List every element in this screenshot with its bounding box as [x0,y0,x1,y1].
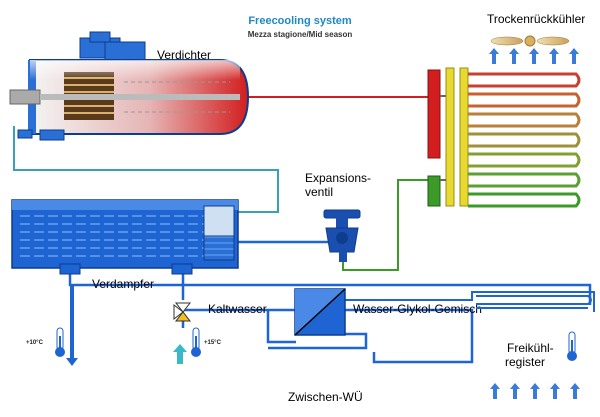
down-arrow-icon [66,285,78,366]
label-verdichter: Verdichter [157,48,211,62]
label-wasser-glykol: Wasser-Glykol-Gemisch [353,302,482,316]
intermediate-heat-exchanger [294,288,346,336]
thermometer-icon [191,327,201,357]
label-trockenrueckkuehler: Trockenrückkühler [487,12,585,26]
freecooling-register [476,295,592,309]
compressor [9,31,250,141]
temp-outlet-label: +10°C [26,340,44,346]
liquid-pipe [342,179,430,271]
evaporator [11,199,239,275]
air-arrows-bottom [490,383,580,399]
label-expansions-1: Expansions- [305,171,371,185]
label-expansions-2: ventil [305,185,333,199]
dry-cooler-tubes [468,72,581,208]
label-zwischen-wue: Zwischen-WÜ [288,390,363,404]
expansion-valve [323,209,361,262]
dry-cooler [427,67,581,208]
label-freikuehl-2: register [505,355,545,369]
suction-pipe [13,126,279,213]
up-arrow-icon [173,344,187,364]
air-arrows-top [489,48,579,64]
thermometer-icon [567,331,577,361]
label-verdampfer: Verdampfer [92,277,154,291]
thermometer-icon [55,327,65,357]
fan-icon [490,35,570,47]
glycol-loop [344,291,595,312]
three-way-valve [173,302,192,322]
diagram-title: Freecooling system [248,15,352,27]
label-freikuehl-1: Freikühl- [507,341,554,355]
diagram-subtitle: Mezza stagione/Mid season [248,30,353,39]
label-kaltwasser: Kaltwasser [208,302,267,316]
temp-inlet-label: +15°C [204,340,222,346]
